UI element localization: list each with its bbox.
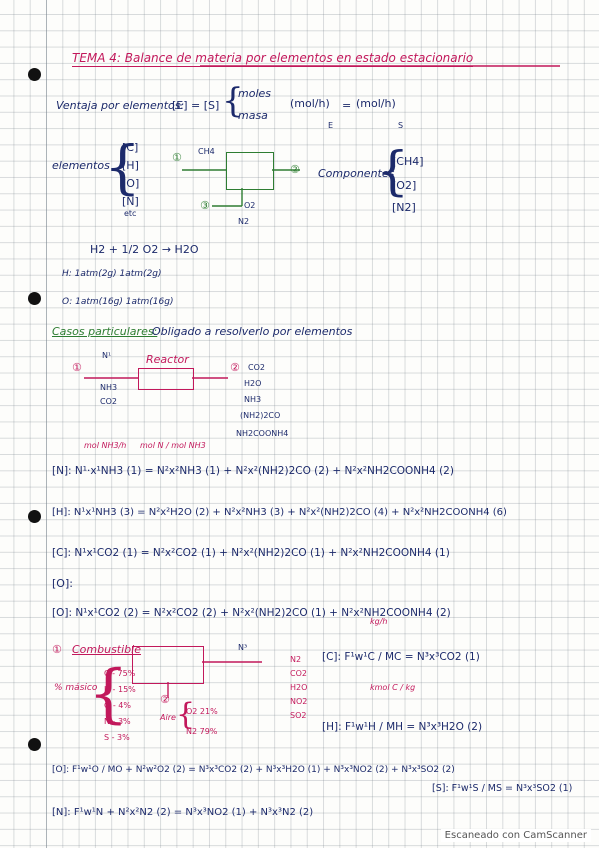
balance-n2: [N]: F¹w¹N + N²x²N2 (2) = N³x³NO2 (1) + … (52, 807, 314, 818)
air-item: N2 79% (186, 727, 218, 736)
mass-item: C - 75% (104, 669, 136, 678)
balance-h: [H]: N¹x¹NH3 (3) = N²x²H2O (2) + N²x²NH3… (52, 507, 507, 518)
reaction-o-line: O: 1atm(16g) 1atm(16g) (62, 297, 174, 307)
reactor-flow-label: N¹ (102, 351, 112, 360)
binder-hole (28, 68, 41, 81)
ventaja-opt-moles: moles (238, 87, 271, 100)
combustible-label: Combustible (72, 643, 141, 656)
reactor-box (138, 368, 194, 390)
annotation: kmol C / kg (370, 683, 416, 692)
stream-number: ② (230, 361, 240, 374)
elemento-item: etc (124, 209, 137, 218)
stream-number: ① (52, 643, 62, 656)
balance-c: [C]: N¹x¹CO2 (1) = N²x²CO2 (1) + N²x²(NH… (52, 547, 450, 559)
reaction-h-line: H: 1atm(2g) 1atm(2g) (62, 269, 162, 279)
annotation: kg/h (370, 617, 388, 626)
mass-label: % másico (54, 683, 98, 693)
brace: { (222, 81, 244, 121)
reactor-out-species: CO2 (248, 363, 265, 372)
annotation: mol N / mol NH3 (140, 441, 206, 450)
stream-label: CH4 (198, 147, 215, 156)
reactor-out-species: (NH2)2CO (240, 411, 281, 420)
ventaja-eq: [E] = [S] (172, 99, 220, 112)
brace: { (104, 133, 141, 201)
componente-item: [N2] (392, 201, 416, 214)
elemento-item: [N] (122, 195, 139, 208)
reactor-in-species: CO2 (100, 397, 117, 406)
balance-o2: [O]: F¹w¹O / MO + N²w²O2 (2) = N³x³CO2 (… (52, 765, 455, 775)
product: SO2 (290, 711, 307, 720)
stream-label: N2 (238, 217, 250, 226)
units-right: (mol/h) (356, 97, 396, 110)
balance-s2: [S]: F¹w¹S / MS = N³x³SO2 (1) (432, 783, 573, 794)
units-left-sub: E (328, 121, 334, 130)
mass-item: S - 3% (104, 733, 130, 742)
reactor-out-species: NH3 (244, 395, 262, 404)
mass-item: O - 4% (104, 701, 131, 710)
stream-number: ② (160, 693, 170, 706)
elemento-item: [O] (122, 177, 140, 190)
margin-line (46, 0, 47, 848)
balance-h2: [H]: F¹w¹H / MH = N³x³H2O (2) (322, 721, 483, 733)
product: NO2 (290, 697, 308, 706)
casos-label: Casos particulares: (52, 325, 158, 338)
product: H2O (290, 683, 308, 692)
brace: { (88, 657, 129, 731)
componentes-label: Componentes (318, 167, 395, 180)
ventaja-label: Ventaja por elementos: (56, 99, 185, 112)
elementos-label: elementos (52, 159, 110, 172)
process-box (226, 152, 274, 190)
aire-label: Aire (160, 713, 176, 722)
units-equals: = (342, 99, 352, 112)
scanner-watermark: Escaneado con CamScanner (440, 829, 591, 842)
reactor-name: Reactor (146, 353, 189, 366)
stream-number: ① (172, 151, 182, 164)
balance-o: [O]: N¹x¹CO2 (2) = N²x²CO2 (2) + N²x²(NH… (52, 607, 451, 619)
elemento-item: [H] (122, 159, 139, 172)
reactor-in-species: NH3 (100, 383, 118, 392)
brace: { (376, 142, 410, 202)
balance-o-dash: [O]: (52, 577, 73, 590)
annotation: mol NH3/h (84, 441, 127, 450)
brace: { (176, 697, 196, 732)
binder-hole (28, 738, 41, 751)
mass-item: N - 3% (104, 717, 131, 726)
elemento-item: [C] (122, 141, 139, 154)
stream-label: O2 (244, 201, 256, 210)
binder-hole (28, 292, 41, 305)
product: N2 (290, 655, 302, 664)
product: CO2 (290, 669, 307, 678)
componente-item: [O2] (392, 179, 417, 192)
binder-hole (28, 510, 41, 523)
reactor-out-species: H2O (244, 379, 262, 388)
stream-number: ③ (200, 199, 210, 212)
ventaja-opt-masa: masa (238, 109, 268, 122)
reaction-eq: H2 + 1/2 O2 → H2O (90, 243, 199, 256)
componente-item: [CH4] (392, 155, 424, 168)
air-item: O2 21% (186, 707, 218, 716)
casos-note: Obligado a resolverlo por elementos (152, 325, 353, 338)
combustion-out-flow: N³ (238, 643, 248, 652)
mass-item: H - 15% (104, 685, 136, 694)
units-left: (mol/h) (290, 97, 330, 110)
reactor-out-species: NH2COONH4 (236, 429, 289, 438)
stream-number: ① (72, 361, 82, 374)
balance-n: [N]: N¹·x¹NH3 (1) = N²x²NH3 (1) + N²x²(N… (52, 465, 454, 477)
units-right-sub: S (398, 121, 404, 130)
balance-c2: [C]: F¹w¹C / MC = N³x³CO2 (1) (322, 651, 480, 663)
